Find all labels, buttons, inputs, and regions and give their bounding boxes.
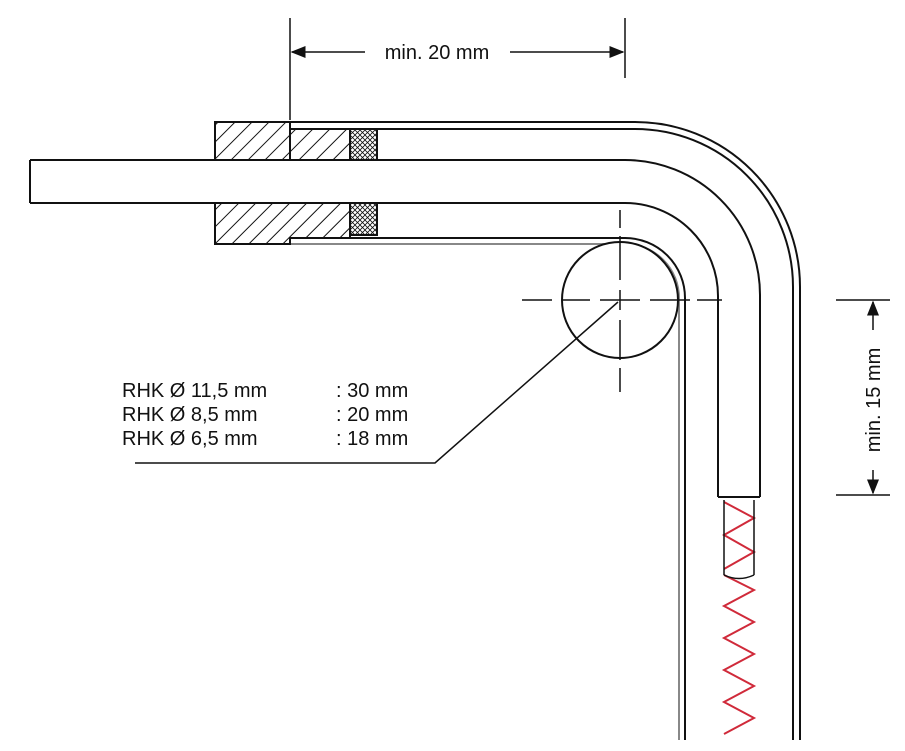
- inner-cable: [29, 159, 761, 498]
- gland-nut: [214, 121, 351, 245]
- table-row-name: RHK Ø 8,5 mm: [122, 404, 258, 426]
- horizontal-dimension-label: min. 20 mm: [385, 42, 489, 64]
- horizontal-dimension: min. 20 mm: [289, 18, 626, 120]
- vertical-dimension-label: min. 15 mm: [863, 348, 885, 452]
- vertical-dimension: min. 15 mm: [836, 299, 890, 496]
- table-row-value: : 20 mm: [336, 404, 408, 426]
- bend-radius-circle: [522, 210, 722, 392]
- seal-insert: [349, 128, 378, 236]
- table-row-name: RHK Ø 6,5 mm: [122, 428, 258, 450]
- table-row-value: : 18 mm: [336, 428, 408, 450]
- red-spring: [721, 500, 757, 735]
- bend-radius-table: RHK Ø 11,5 mm : 30 mm RHK Ø 8,5 mm : 20 …: [122, 380, 408, 450]
- table-row-value: : 30 mm: [336, 380, 408, 402]
- radius-leader-line: [135, 301, 619, 464]
- table-row-name: RHK Ø 11,5 mm: [122, 380, 267, 402]
